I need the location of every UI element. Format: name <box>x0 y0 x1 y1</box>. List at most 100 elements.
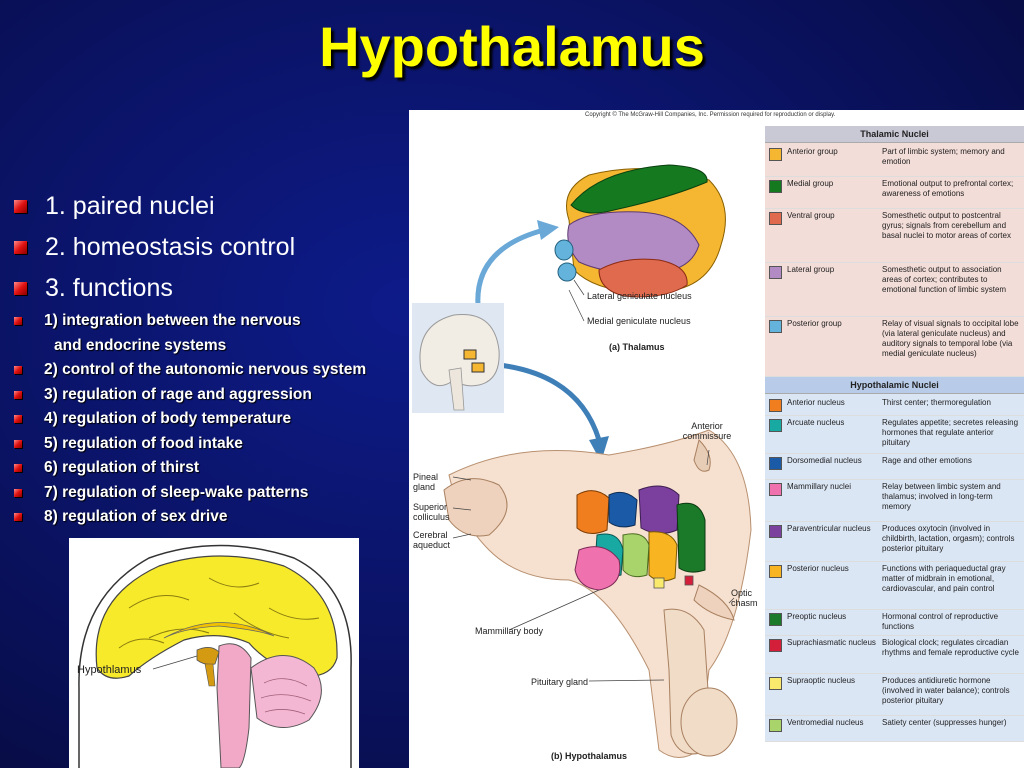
bullet-item: 3) regulation of rage and aggression <box>14 383 414 408</box>
nucleus-row: Lateral group Somesthetic output to assoc… <box>765 263 1024 317</box>
bullet-marker-icon <box>14 366 22 375</box>
bullet-item: 6) regulation of thirst <box>14 456 414 481</box>
color-swatch <box>769 419 782 432</box>
hypothalamic-nuclei-rows: Anterior nucleus Thirst center; thermoreg… <box>765 394 1024 742</box>
color-swatch <box>769 677 782 690</box>
color-swatch <box>769 639 782 652</box>
bullet-text: 5) regulation of food intake <box>44 434 243 452</box>
color-swatch <box>769 525 782 538</box>
slide-title: Hypothalamus <box>319 15 705 78</box>
bullet-marker-icon <box>14 513 22 522</box>
color-swatch <box>769 212 782 225</box>
brain-drawing <box>78 544 352 768</box>
nucleus-description: Hormonal control of reproductive functio… <box>882 612 999 631</box>
bullet-item: 1) integration between the nervous <box>14 309 414 334</box>
bullet-marker-icon <box>14 241 27 254</box>
bullet-text: and endocrine systems <box>54 336 227 354</box>
nucleus-row: Supraoptic nucleus Produces antidiuretic … <box>765 674 1024 716</box>
bullet-item: 1. paired nuclei <box>14 186 414 227</box>
nucleus-row: Medial group Emotional output to prefront… <box>765 177 1024 209</box>
nucleus-description: Rage and other emotions <box>882 456 972 465</box>
nucleus-description: Somesthetic output to association areas … <box>882 265 1007 294</box>
nucleus-name: Medial group <box>787 179 834 188</box>
bullet-text: 3) regulation of rage and aggression <box>44 385 312 403</box>
thalamus-caption: (a) Thalamus <box>609 342 665 352</box>
nucleus-row: Anterior nucleus Thirst center; thermoreg… <box>765 396 1024 416</box>
nucleus-name: Posterior nucleus <box>787 564 849 573</box>
bullet-marker-icon <box>14 282 27 295</box>
small-brain-drawing <box>412 303 504 413</box>
superior-colliculus-label: Superior colliculus <box>413 502 450 522</box>
color-swatch <box>769 565 782 578</box>
bullet-text: 6) regulation of thirst <box>44 459 199 477</box>
bullet-marker-icon <box>14 488 22 497</box>
nucleus-row: Posterior nucleus Functions with periaque… <box>765 562 1024 610</box>
cerebral-aqueduct-label: Cerebral aqueduct <box>413 530 451 550</box>
bullet-text: 1. paired nuclei <box>45 192 215 220</box>
nucleus-description: Produces oxytocin (involved in childbirt… <box>882 524 1015 553</box>
nucleus-name: Lateral group <box>787 265 835 274</box>
hypothalamic-nuclei-header: Hypothalamic Nuclei <box>765 377 1024 394</box>
color-swatch <box>769 148 782 161</box>
nucleus-description: Somesthetic output to postcentral gyrus;… <box>882 211 1011 240</box>
nucleus-name: Dorsomedial nucleus <box>787 456 862 465</box>
bullet-text: 8) regulation of sex drive <box>44 508 228 526</box>
nucleus-name: Mammillary nuclei <box>787 482 852 491</box>
nucleus-description: Regulates appetite; secretes releasing h… <box>882 418 1019 447</box>
bullet-text: 2. homeostasis control <box>45 233 296 261</box>
hypothalamus-caption: (b) Hypothalamus <box>551 751 628 761</box>
thalamus-drawing <box>554 164 726 322</box>
bullet-text: 4) regulation of body temperature <box>44 410 292 428</box>
thalamic-nuclei-header: Thalamic Nuclei <box>765 126 1024 143</box>
nucleus-row: Ventral group Somesthetic output to postc… <box>765 209 1024 263</box>
color-swatch <box>769 719 782 732</box>
nucleus-description: Relay between limbic system and thalamus… <box>882 482 1001 511</box>
bullet-marker-icon <box>14 390 22 399</box>
nucleus-row: Mammillary nuclei Relay between limbic sy… <box>765 480 1024 522</box>
pineal-gland-label: Pineal gland <box>413 472 439 492</box>
anatomy-illustration <box>412 164 752 758</box>
nucleus-name: Ventral group <box>787 211 835 220</box>
nucleus-name: Posterior group <box>787 319 842 328</box>
color-swatch <box>769 320 782 333</box>
brain-sagittal-image: Hypothlamus <box>69 538 359 768</box>
bullet-item: 5) regulation of food intake <box>14 432 414 457</box>
bullet-item: 4) regulation of body temperature <box>14 407 414 432</box>
color-swatch <box>769 613 782 626</box>
color-swatch <box>769 180 782 193</box>
mammillary-body-label: Mammillary body <box>475 626 544 636</box>
nucleus-description: Emotional output to prefrontal cortex; a… <box>882 179 1014 198</box>
nucleus-name: Anterior group <box>787 147 838 156</box>
color-swatch <box>769 457 782 470</box>
nucleus-name: Anterior nucleus <box>787 398 845 407</box>
bullet-marker-icon <box>14 439 22 448</box>
nucleus-name: Supraoptic nucleus <box>787 676 856 685</box>
color-swatch <box>769 399 782 412</box>
bullet-marker-icon <box>14 464 22 473</box>
bullet-item: 7) regulation of sleep-wake patterns <box>14 481 414 506</box>
copyright-text: Copyright © The McGraw-Hill Companies, I… <box>585 112 836 118</box>
nucleus-description: Functions with periaqueductal gray matte… <box>882 564 1006 593</box>
bullet-marker-icon <box>14 317 22 326</box>
hypothalamus-drawing <box>443 429 752 758</box>
medial-geniculate-label: Medial geniculate nucleus <box>587 316 691 326</box>
bullet-marker-icon <box>14 415 22 424</box>
lateral-geniculate-label: Lateral geniculate nucleus <box>587 291 692 301</box>
anatomy-figure: Copyright © The McGraw-Hill Companies, I… <box>409 110 1024 768</box>
bullet-list: 1. paired nuclei 2. homeostasis control 3.… <box>14 186 414 530</box>
nucleus-description: Thirst center; thermoregulation <box>882 398 991 407</box>
nucleus-row: Dorsomedial nucleus Rage and other emotio… <box>765 454 1024 480</box>
bullet-text: 3. functions <box>45 274 173 302</box>
bullet-item: 2. homeostasis control <box>14 227 414 268</box>
nucleus-description: Biological clock; regulates circadian rh… <box>882 638 1019 657</box>
bullet-item: and endocrine systems <box>14 334 414 359</box>
nucleus-description: Produces antidiuretic hormone (involved … <box>882 676 1010 705</box>
